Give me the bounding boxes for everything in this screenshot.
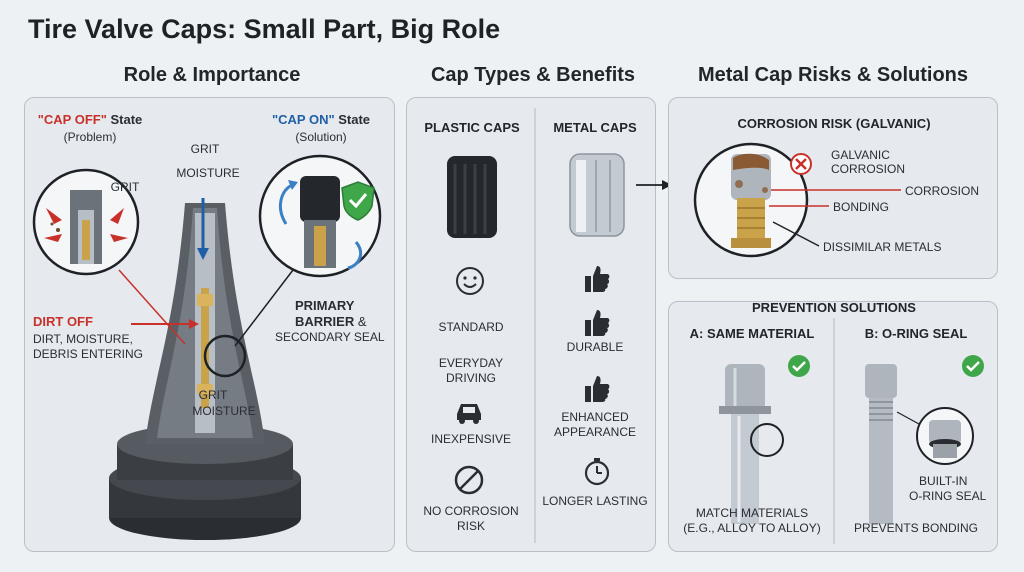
builtin-label-1: BUILT-IN (919, 474, 968, 488)
prevention-panel: PREVENTION SOLUTIONS A: SAME MATERIAL B:… (668, 301, 998, 552)
dirt-off-desc-2: DEBRIS ENTERING (33, 347, 144, 361)
plastic-cap-icon (447, 156, 497, 238)
car-icon (457, 404, 481, 424)
cap-on-inset (258, 154, 382, 278)
benefit-no-corrosion: NO CORROSION RISK (423, 504, 519, 533)
label-grit-mid: GRIT (198, 388, 228, 402)
heading-metal-risks: Metal Cap Risks & Solutions (697, 64, 969, 86)
benefit-enhanced-appearance: ENHANCED APPEARANCE (553, 410, 637, 439)
dirt-off-desc-1: DIRT, MOISTURE, (33, 332, 133, 346)
benefit-durable: DURABLE (566, 340, 624, 354)
option-a-label: A: SAME MATERIAL (689, 326, 815, 341)
benefit-standard: STANDARD (438, 320, 504, 334)
galvanic-label-2: CORROSION (831, 162, 906, 176)
column-divider (534, 108, 536, 543)
cap-off-inset (32, 168, 140, 276)
page-title: Tire Valve Caps: Small Part, Big Role (28, 14, 501, 44)
no-corrosion-icon (454, 465, 484, 495)
valve-stem-illustration (109, 198, 301, 540)
cap-off-subtitle: (Problem) (63, 130, 117, 144)
match-materials-1: MATCH MATERIALS (695, 506, 809, 520)
metal-cap-icon (569, 153, 625, 237)
heading-role-importance: Role & Importance (123, 64, 301, 86)
corrosion-risk-title: CORROSION RISK (GALVANIC) (737, 116, 931, 131)
cap-off-title: "CAP OFF" State (37, 112, 143, 127)
benefit-everyday: EVERYDAY DRIVING (438, 356, 504, 385)
role-importance-panel: "CAP OFF" State (Problem) GRIT MOISTURE … (24, 97, 395, 552)
plastic-caps-label: PLASTIC CAPS (424, 120, 520, 135)
metal-caps-label: METAL CAPS (553, 120, 637, 135)
check-icon (788, 355, 810, 377)
match-materials-2: (E.G., ALLOY TO ALLOY) (683, 521, 821, 535)
benefit-inexpensive: INEXPENSIVE (430, 432, 512, 446)
label-moisture-top: MOISTURE (176, 166, 240, 180)
corrosion-risk-panel: CORROSION RISK (GALVANIC) GALVANIC CORRO… (668, 97, 998, 279)
cap-on-title: "CAP ON" State (271, 112, 371, 127)
thumbs-up-icon (585, 310, 610, 336)
arrow-right-icon (636, 180, 672, 190)
dirt-off-label: DIRT OFF (33, 314, 93, 329)
thumbs-up-icon (585, 266, 610, 292)
corroded-cap-inset (693, 142, 901, 258)
check-icon (962, 355, 984, 377)
dissimilar-metals-label: DISSIMILAR METALS (823, 240, 942, 254)
builtin-label-2: O-RING SEAL (909, 489, 987, 503)
smile-icon (456, 267, 484, 295)
label-moisture-mid: MOISTURE (192, 404, 256, 418)
label-grit-left: GRIT (110, 180, 140, 194)
label-grit-top: GRIT (190, 142, 220, 156)
option-b-label: B: O-RING SEAL (864, 326, 968, 341)
benefit-longer-lasting: LONGER LASTING (542, 494, 648, 508)
galvanic-label-1: GALVANIC (831, 148, 890, 162)
prevents-bonding-label: PREVENTS BONDING (853, 521, 979, 535)
heading-cap-types: Cap Types & Benefits (430, 64, 636, 86)
corrosion-label: CORROSION (905, 184, 980, 198)
thumbs-up-icon (585, 376, 610, 402)
primary-label-1: PRIMARY (295, 298, 355, 313)
cap-types-panel: PLASTIC CAPS METAL CAPS STANDARD EVERYDA… (406, 97, 656, 552)
secondary-seal-label: SECONDARY SEAL (275, 330, 385, 344)
stopwatch-icon (584, 458, 610, 486)
prevention-divider (719, 318, 974, 544)
cap-on-subtitle: (Solution) (295, 130, 347, 144)
primary-label-2: BARRIER & (295, 314, 367, 329)
prevention-title: PREVENTION SOLUTIONS (669, 302, 997, 315)
bonding-label: BONDING (833, 200, 890, 214)
